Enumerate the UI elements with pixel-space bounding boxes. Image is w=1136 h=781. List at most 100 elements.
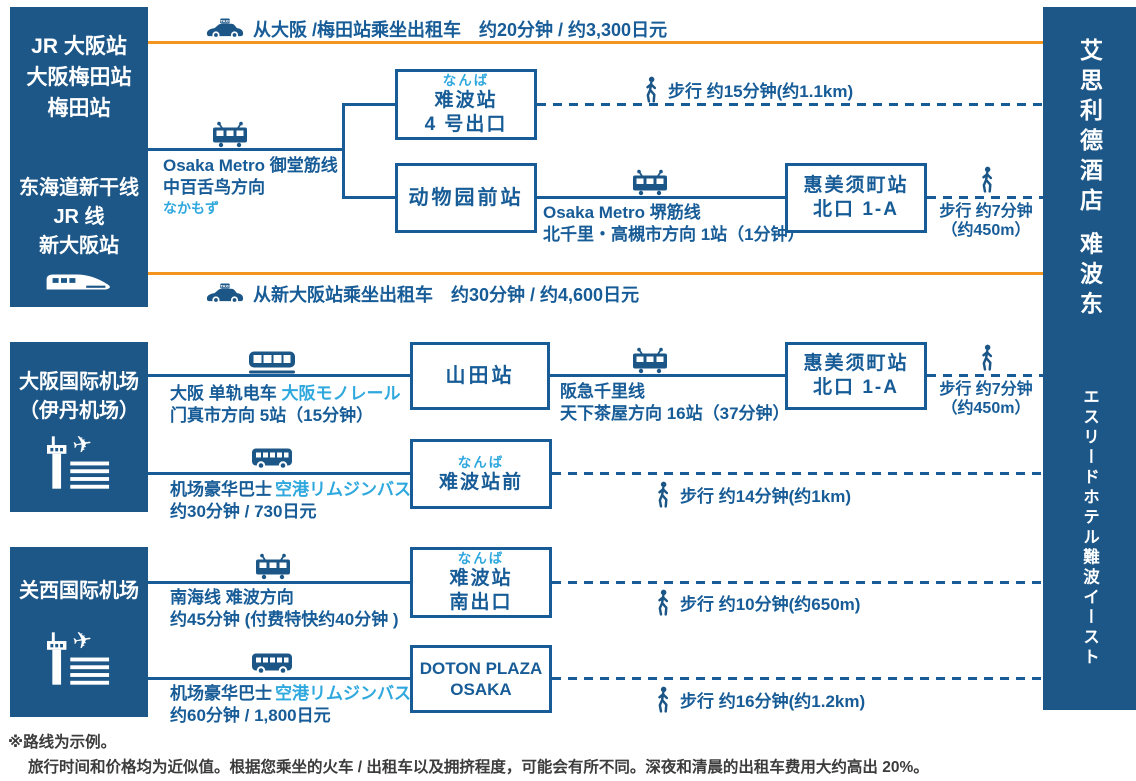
segment-ja: 空港リムジンバス [275, 480, 411, 499]
segment-hankyu: 阪急千里线 天下茶屋方向 16站（37分钟） [560, 381, 790, 425]
walk-label: 步行 约10分钟(约650m) [680, 595, 861, 614]
segment-line: 天下茶屋方向 16站（37分钟） [560, 404, 790, 423]
taxi-shin-osaka-label: 从新大阪站乘坐出租车 约30分钟 / 约4,600日元 [253, 285, 640, 305]
station-name: 惠美须町站 [803, 175, 909, 196]
hankyu-line [550, 374, 785, 377]
airport-icon [47, 436, 111, 489]
station-name: 惠美须町站 [803, 353, 909, 374]
station-box-namba-ekimae: なんば 难波站前 [410, 439, 552, 509]
segment-midosuji: Osaka Metro 御堂筋线 中百舌鸟方向 なかもず [163, 155, 338, 218]
branch-line-bottom [345, 196, 395, 199]
segment-line: 北千里・高槻市方向 1站（1分钟） [543, 225, 805, 244]
origin-itami-subtitle: （伊丹机场） [19, 400, 139, 422]
segment-ja: 大阪モノレール [281, 384, 401, 403]
segment-line: 门真市方向 5站（15分钟） [170, 406, 374, 425]
origin-jr-osaka-line: 大阪梅田站 [26, 66, 132, 89]
sakaisuji-line [537, 196, 785, 199]
monorail-line [148, 374, 410, 377]
segment-line: 约30分钟 / 730日元 [170, 502, 317, 521]
walk-label: 步行 约14分钟(约1km) [680, 487, 851, 506]
walker-icon [653, 686, 672, 713]
origin-kansai-title: 关西国际机场 [19, 580, 139, 602]
taxi-icon [205, 283, 245, 306]
segment-monorail: 大阪 单轨电车 大阪モノレール 门真市方向 5站（15分钟） [170, 383, 400, 427]
walk-dashed-line [927, 374, 1043, 377]
segment-line: 约60分钟 / 1,800日元 [170, 706, 331, 725]
station-box-doton-plaza: DOTON PLAZA OSAKA [410, 645, 552, 713]
segment-nankai: 南海线 难波方向 约45分钟 (付费特快约40分钟 ) [170, 587, 399, 631]
station-tag: なんば [442, 73, 490, 88]
limousine-kansai-line [148, 677, 410, 680]
segment-zh: 机场豪华巴士 [170, 684, 272, 703]
nankai-line [148, 581, 410, 584]
footnote-line2: 旅行时间和价格均为近似值。根据您乘坐的火车 / 出租车以及拥挤程度，可能会有所不… [28, 759, 929, 776]
station-name: 难波站 [434, 90, 498, 111]
station-tag: なんば [457, 551, 505, 566]
walk-dashed-line [537, 103, 1043, 106]
station-box-ebisucho-b: 惠美须町站 北口 1-A [785, 342, 927, 410]
origin-box-itami-airport: 大阪国际机场 （伊丹机场） [10, 342, 148, 512]
hotel-name-ja: エスリードホテル難波イースト [1080, 388, 1099, 668]
segment-line: Osaka Metro 御堂筋线 [163, 156, 338, 175]
station-exit: 4 号出口 [424, 114, 508, 135]
station-exit: 北口 1-A [813, 199, 899, 220]
segment-line-ja: なかもず [163, 200, 219, 216]
segment-limousine-itami: 机场豪华巴士空港リムジンバス 约30分钟 / 730日元 [170, 479, 411, 523]
station-box-dobutsuenmae: 动物园前站 [395, 163, 537, 233]
walk-label: 步行 约16分钟(约1.2km) [680, 692, 866, 711]
train-icon [208, 121, 252, 148]
station-box-namba-exit4: なんば 难波站 4 号出口 [395, 69, 537, 140]
segment-ja: 空港リムジンバス [275, 684, 411, 703]
taxi-route-shin-osaka: 从新大阪站乘坐出租车 约30分钟 / 约4,600日元 [205, 281, 639, 307]
segment-line: 南海线 难波方向 [170, 588, 294, 607]
station-name: 动物园前站 [408, 187, 524, 209]
branch-line [342, 103, 345, 199]
origin-box-kansai-airport: 关西国际机场 [10, 547, 148, 717]
station-tag: なんば [457, 454, 505, 470]
segment-sakaisuji: Osaka Metro 堺筋线 北千里・高槻市方向 1站（1分钟） [543, 202, 805, 246]
midosuji-line [148, 148, 345, 151]
walk-label: 步行 约7分钟 [939, 381, 1033, 398]
station-box-yamada: 山田站 [410, 342, 550, 410]
walk-label: 步行 约7分钟 [939, 203, 1033, 220]
station-name: DOTON PLAZA [419, 659, 543, 678]
walk-dashed-line [552, 581, 1043, 584]
station-exit: 北口 1-A [813, 377, 899, 398]
walker-icon [641, 76, 660, 103]
walker-icon [977, 344, 996, 371]
walk-label: （约450m） [941, 400, 1031, 417]
walk-dashed-line [552, 472, 1043, 475]
walker-icon [653, 481, 672, 508]
station-name: 难波站前 [438, 471, 523, 493]
train-icon [628, 347, 672, 374]
shinkansen-icon [43, 269, 115, 298]
segment-line: 机场豪华巴士空港リムジンバス [170, 683, 411, 705]
segment-zh: 机场豪华巴士 [170, 480, 272, 499]
walker-icon [653, 589, 672, 616]
walk-label: （约450m） [941, 222, 1031, 239]
bus-icon [250, 651, 294, 676]
walk-from-doton: 步行 约16分钟(约1.2km) [653, 686, 865, 713]
segment-zh: 大阪 单轨电车 [170, 384, 277, 403]
station-box-ebisucho-a: 惠美须町站 北口 1-A [785, 163, 927, 233]
hotel-bar: 艾思利德酒店 难波东 エスリードホテル難波イースト [1043, 7, 1136, 710]
walk-from-namba-ekimae: 步行 约14分钟(约1km) [653, 481, 851, 508]
segment-line: Osaka Metro 堺筋线 [543, 203, 701, 222]
origin-itami-title: 大阪国际机场 [19, 371, 139, 393]
airport-icon [47, 632, 111, 685]
taxi-icon [205, 18, 245, 41]
station-exit: 南出口 [449, 592, 513, 613]
walk-dashed-line [552, 677, 1043, 680]
station-name: 山田站 [445, 365, 515, 387]
segment-line: 中百舌鸟方向 [163, 178, 265, 197]
walk-from-ebisucho-b: 步行 约7分钟 （约450m） [930, 380, 1042, 418]
train-icon [628, 169, 672, 196]
segment-line: 阪急千里线 [560, 382, 645, 401]
station-box-namba-south: なんば 难波站 南出口 [410, 547, 552, 618]
segment-limousine-kansai: 机场豪华巴士空港リムジンバス 约60分钟 / 1,800日元 [170, 683, 411, 727]
segment-line: 机场豪华巴士空港リムジンバス [170, 479, 411, 501]
walk-label: 步行 约15分钟(约1.1km) [668, 82, 854, 101]
taxi-route-line-shin-osaka [148, 272, 1043, 275]
segment-line: 大阪 单轨电车 大阪モノレール [170, 383, 400, 405]
